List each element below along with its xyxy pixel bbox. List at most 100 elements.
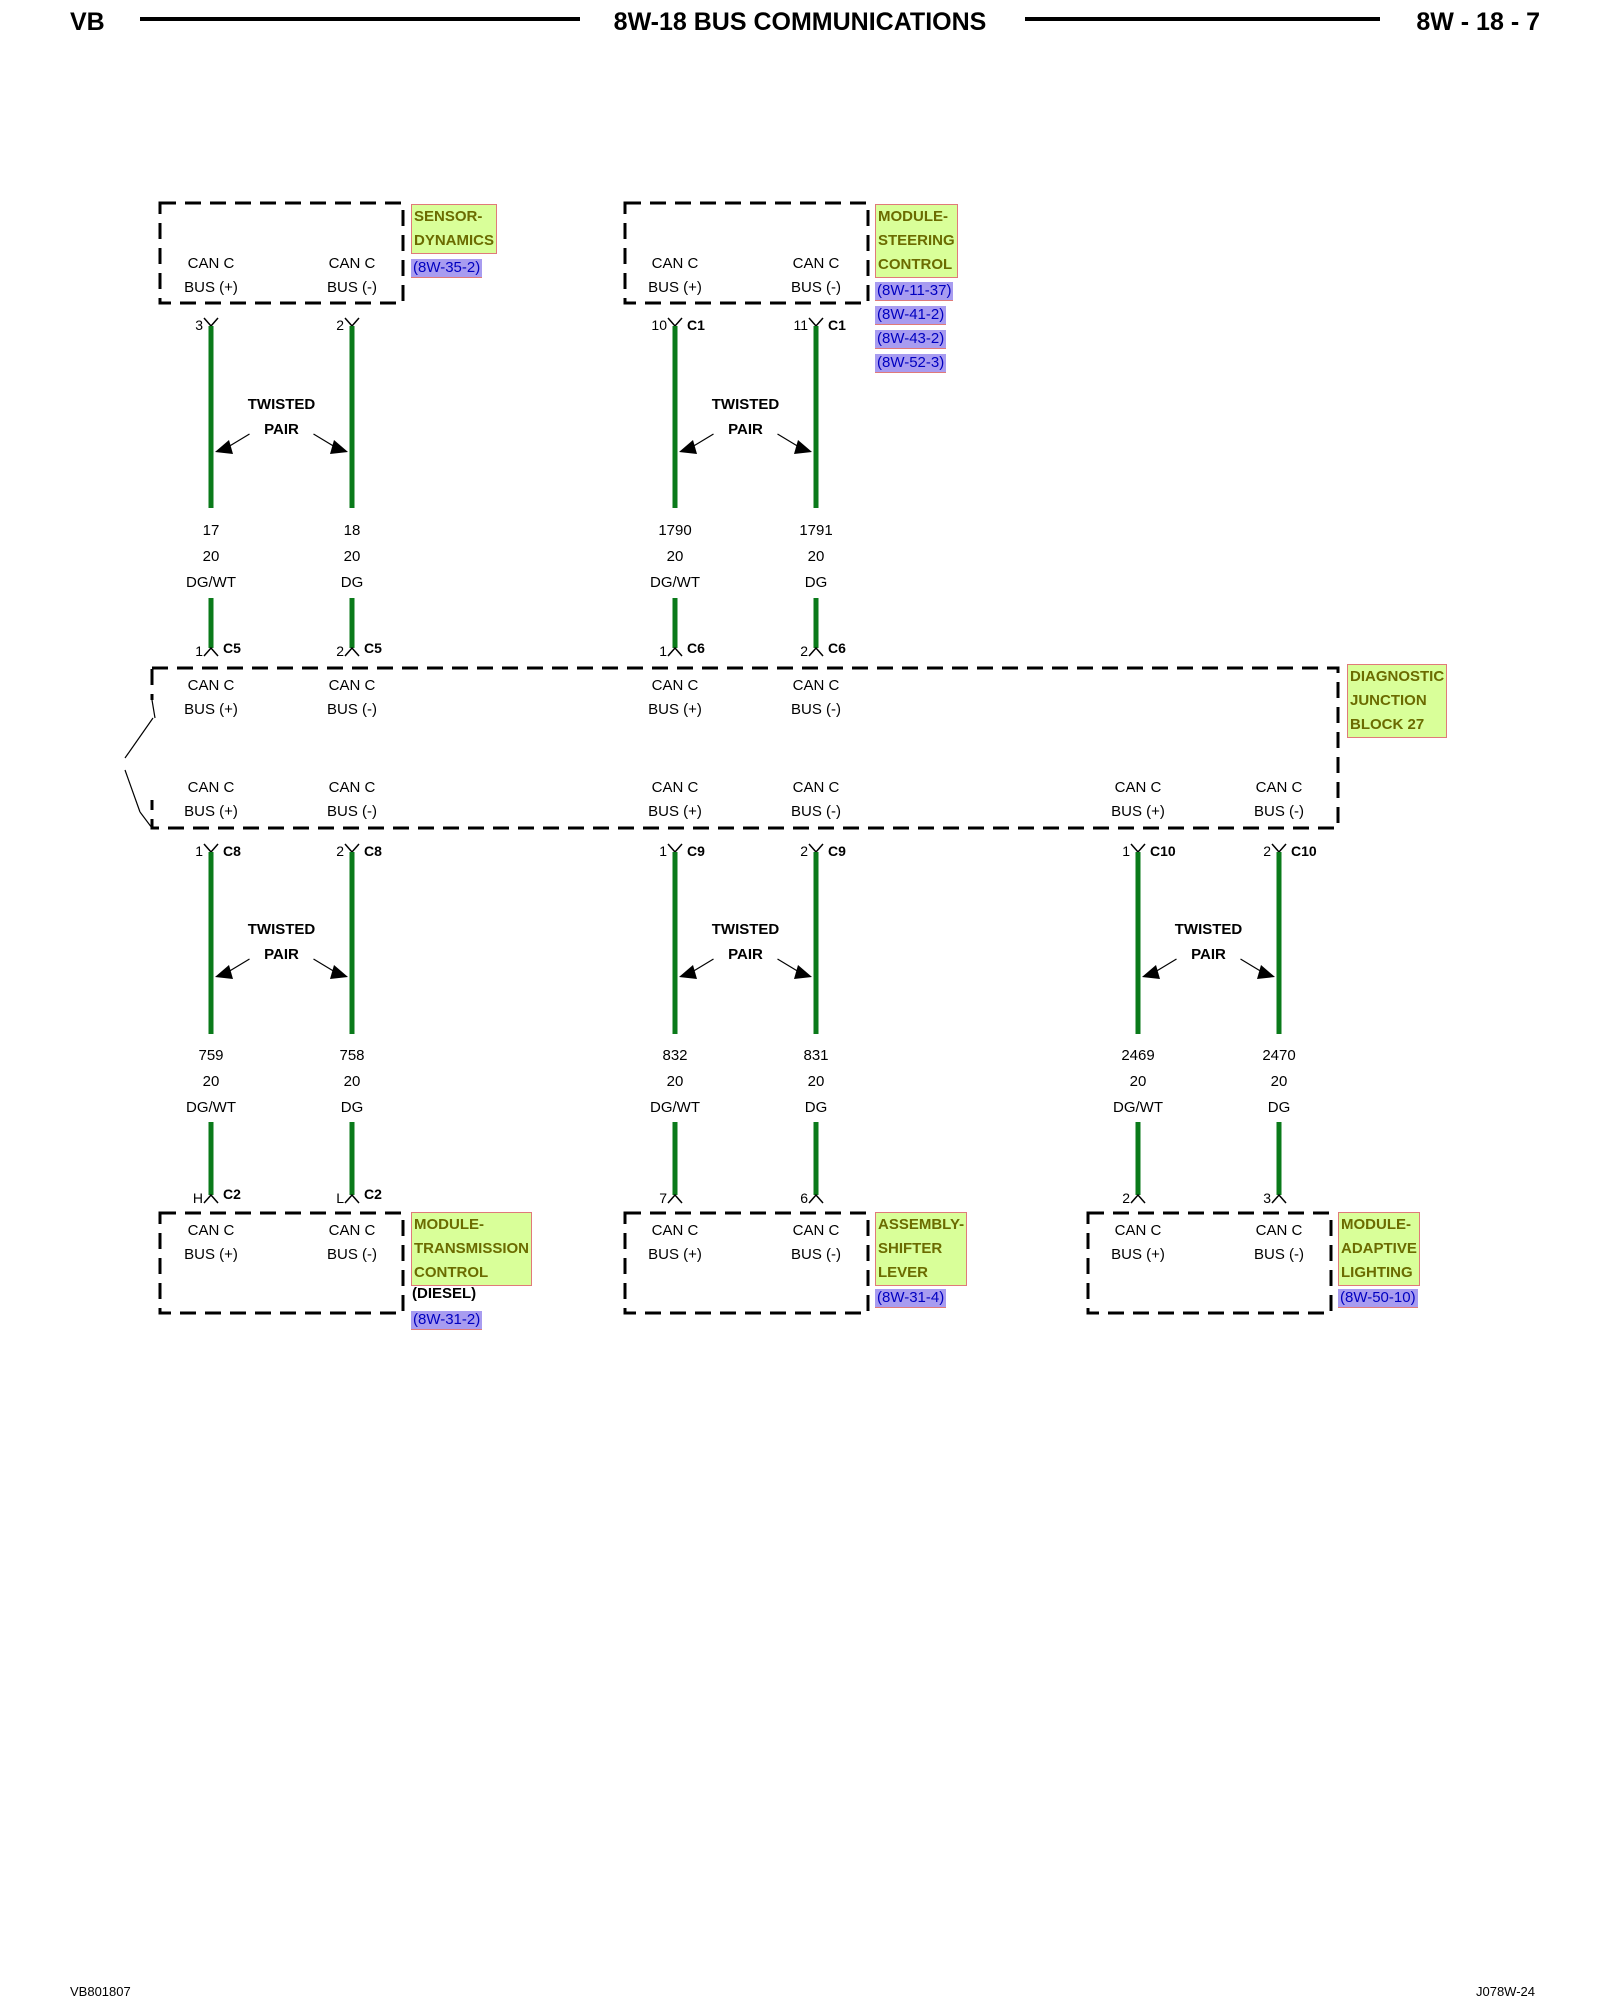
label-line: DIAGNOSTIC (1350, 668, 1445, 685)
label-line: MODULE- (414, 1216, 484, 1233)
lower-twisted-pair-2-arrow-left (1142, 965, 1160, 979)
lower-twisted-pair-0-arrow-left (215, 965, 233, 979)
ref-link-8w-35-2[interactable]: (8W-35-2) (411, 259, 483, 278)
alm-bus-minus-line1: CAN C (1255, 1222, 1303, 1239)
lower-wire-1-0-gauge: 20 (666, 1073, 684, 1090)
header-section-code: VB (70, 8, 105, 36)
steering-bus-minus-line2: BUS (-) (791, 279, 841, 296)
upper-wire-0-0-circuit: 17 (202, 522, 220, 539)
upper-wire-0-1-color: DG (340, 574, 364, 591)
label-line: CONTROL (878, 256, 953, 273)
upper-wire-1-0-top-pin: 10 (651, 317, 667, 333)
jb-c5-bus-minus-line2: BUS (-) (327, 701, 377, 718)
label-line: MODULE- (878, 208, 948, 225)
lower-wire-0-0-jb-connector (203, 843, 219, 854)
lower-wire-0-0-jb-pin: 1 (195, 843, 203, 859)
jb-break-line (151, 699, 156, 719)
ref-link-8w-31-2[interactable]: (8W-31-2) (411, 1311, 483, 1330)
lower-wire-1-0-circuit: 832 (662, 1047, 688, 1064)
ref-link-8w-50-10[interactable]: (8W-50-10) (1338, 1289, 1418, 1308)
module-label-steering-control: MODULE- STEERING CONTROL (875, 204, 958, 278)
lower-wire-0-1-color: DG (340, 1099, 364, 1116)
jb-break-line (139, 811, 153, 829)
lower-wire-2-1-jb-connector (1271, 843, 1287, 854)
upper-wire-1-1-gauge: 20 (807, 548, 825, 565)
upper-wire-1-0-top-conn: C1 (687, 317, 705, 333)
upper-wire-0-1-jb-connector (344, 646, 360, 657)
alm-bus-plus-line2: BUS (+) (1111, 1246, 1165, 1263)
lower-wire-0-0-bottom-connector (203, 1193, 219, 1204)
lower-wire-1-1-bottom-pin: 6 (800, 1190, 808, 1206)
upper-twisted-pair-0-line1: TWISTED (247, 396, 316, 413)
lower-wire-0-1-jb-pin: 2 (336, 843, 344, 859)
lower-wire-0-0-gauge: 20 (202, 1073, 220, 1090)
upper-twisted-pair-1-arrow-right (794, 440, 812, 454)
ref-link-8w-11-37[interactable]: (8W-11-37) (875, 282, 954, 301)
lower-twisted-pair-1-line2: PAIR (728, 946, 763, 963)
lower-wire-0-0-color: DG/WT (186, 1099, 236, 1116)
lower-wire-0-1-jb-conn: C8 (364, 843, 382, 859)
lower-wire-1-0-bottom-connector (667, 1193, 683, 1204)
jb-c9-bus-minus-line2: BUS (-) (791, 803, 841, 820)
lower-twisted-pair-1-arrow-left (679, 965, 697, 979)
upper-wire-0-0-top-connector (203, 317, 219, 328)
ref-link-8w-31-4[interactable]: (8W-31-4) (875, 1289, 947, 1308)
alm-bus-minus-line2: BUS (-) (1254, 1246, 1304, 1263)
sensor-bus-minus-line1: CAN C (328, 255, 376, 272)
lower-wire-0-1-jb-connector (344, 843, 360, 854)
label-line: BLOCK 27 (1350, 716, 1425, 733)
lower-wire-2-0-bottom-connector (1130, 1193, 1146, 1204)
lower-wire-0-1-bottom-connector (344, 1193, 360, 1204)
upper-wire-0-1-top-pin: 2 (336, 317, 344, 333)
ref-link-8w-41-2[interactable]: (8W-41-2) (875, 306, 947, 325)
label-line: LEVER (878, 1264, 929, 1281)
jb-c10-bus-minus-line2: BUS (-) (1254, 803, 1304, 820)
upper-wire-0-1-gauge: 20 (343, 548, 361, 565)
lower-wire-1-1-jb-connector (808, 843, 824, 854)
module-box-transmission-control (158, 1211, 405, 1315)
label-line: DYNAMICS (414, 232, 495, 249)
jb-c9-bus-plus-line1: CAN C (651, 779, 699, 796)
upper-twisted-pair-1-line2: PAIR (728, 421, 763, 438)
lower-wire-1-0-color: DG/WT (650, 1099, 700, 1116)
jb-c6-bus-minus-line2: BUS (-) (791, 701, 841, 718)
lower-wire-1-1-jb-pin: 2 (800, 843, 808, 859)
jb-c10-bus-plus-line2: BUS (+) (1111, 803, 1165, 820)
lower-wire-0-1-bottom-conn: C2 (364, 1186, 382, 1202)
upper-wire-1-0-jb-connector (667, 646, 683, 657)
ref-link-8w-52-3[interactable]: (8W-52-3) (875, 354, 947, 373)
upper-twisted-pair-0-line2: PAIR (264, 421, 299, 438)
module-label-adaptive-lighting: MODULE- ADAPTIVE LIGHTING (1338, 1212, 1420, 1286)
lower-wire-2-1-jb-pin: 2 (1263, 843, 1271, 859)
jb-c9-bus-plus-line2: BUS (+) (648, 803, 702, 820)
label-line: TRANSMISSION (414, 1240, 530, 1257)
upper-wire-1-0-top-connector (667, 317, 683, 328)
shifter-bus-minus-line1: CAN C (792, 1222, 840, 1239)
lower-wire-0-1-circuit: 758 (339, 1047, 365, 1064)
jb-c6-bus-plus-line1: CAN C (651, 677, 699, 694)
lower-wire-2-0-circuit: 2469 (1121, 1047, 1155, 1064)
lower-twisted-pair-2-line1: TWISTED (1174, 921, 1243, 938)
lower-wire-2-0-jb-pin: 1 (1122, 843, 1130, 859)
jb-c10-bus-plus-line1: CAN C (1114, 779, 1162, 796)
label-line: MODULE- (1341, 1216, 1411, 1233)
jb-c8-bus-minus-line2: BUS (-) (327, 803, 377, 820)
lower-wire-2-1-bottom-connector (1271, 1193, 1287, 1204)
upper-wire-0-0-jb-pin: 1 (195, 643, 203, 659)
lower-wire-2-0-color: DG/WT (1113, 1099, 1163, 1116)
label-line: STEERING (878, 232, 955, 249)
tcm-bus-minus-line1: CAN C (328, 1222, 376, 1239)
lower-wire-2-1-jb-conn: C10 (1291, 843, 1317, 859)
jb-c5-bus-plus-line1: CAN C (187, 677, 235, 694)
ref-link-8w-43-2[interactable]: (8W-43-2) (875, 330, 947, 349)
upper-wire-0-1-jb-conn: C5 (364, 640, 382, 656)
upper-wire-0-0-gauge: 20 (202, 548, 220, 565)
upper-twisted-pair-0-arrow-left (215, 440, 233, 454)
module-label-junction-block: DIAGNOSTIC JUNCTION BLOCK 27 (1347, 664, 1448, 738)
label-line: SENSOR- (414, 208, 483, 225)
label-line: CONTROL (414, 1264, 489, 1281)
upper-wire-0-0-jb-connector (203, 646, 219, 657)
upper-twisted-pair-1-line1: TWISTED (711, 396, 780, 413)
upper-wire-1-1-top-connector (808, 317, 824, 328)
shifter-bus-minus-line2: BUS (-) (791, 1246, 841, 1263)
